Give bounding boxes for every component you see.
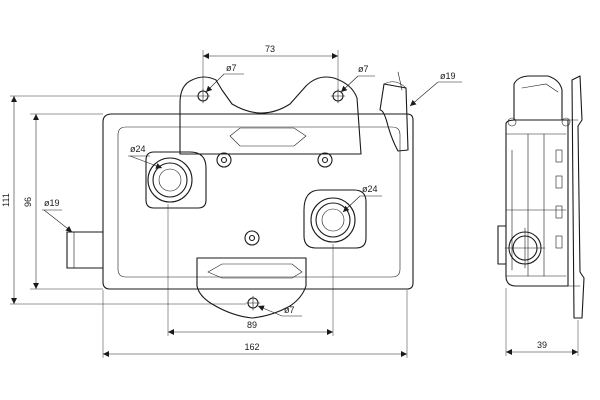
bolt-upper-right [317, 152, 333, 168]
callout-hole-top-right: ø7 [358, 64, 369, 74]
port-left-24 [147, 157, 193, 203]
callout-hole-top-left: ø7 [226, 63, 237, 73]
pipe-top-right [379, 83, 409, 152]
right-port-boss [303, 189, 367, 249]
dimension-lines: 73 89 162 111 96 39 [1, 44, 579, 358]
front-view [66, 71, 414, 319]
callout-port-right: ø24 [362, 184, 378, 194]
pipe-left [66, 231, 104, 269]
dim-overall-width: 162 [244, 342, 259, 352]
callout-pipe-left: ø19 [44, 198, 60, 208]
bolt-upper-left [216, 152, 232, 168]
left-port-boss [145, 151, 207, 209]
dim-inner-height: 96 [23, 197, 33, 207]
hole-top-right [330, 88, 346, 104]
bolt-center [244, 230, 260, 246]
dim-overall-height: 111 [1, 193, 11, 207]
dim-top-spacing: 73 [265, 44, 275, 54]
bottom-mounting-flange [196, 257, 307, 319]
housing-outline [102, 113, 414, 290]
bottom-flange-rib [207, 263, 303, 279]
side-top-cap [513, 75, 563, 121]
side-port-left [497, 225, 507, 265]
dim-bottom-spacing: 89 [247, 320, 257, 330]
port-right-24 [310, 197, 356, 243]
hole-top-left [195, 88, 211, 104]
side-view [497, 75, 585, 319]
top-mounting-flange [179, 76, 362, 155]
callouts: ø7 ø7 ø19 ø24 ø24 ø19 ø7 [42, 63, 462, 317]
callout-port-left: ø24 [130, 144, 146, 154]
dim-side-depth: 39 [537, 340, 547, 350]
housing-inner-face [117, 126, 401, 278]
callout-hole-bottom: ø7 [284, 305, 295, 315]
flange-center-rib [229, 127, 307, 147]
side-mount-plate [571, 75, 585, 319]
callout-pipe-top: ø19 [440, 71, 456, 81]
hole-bottom [245, 295, 261, 311]
